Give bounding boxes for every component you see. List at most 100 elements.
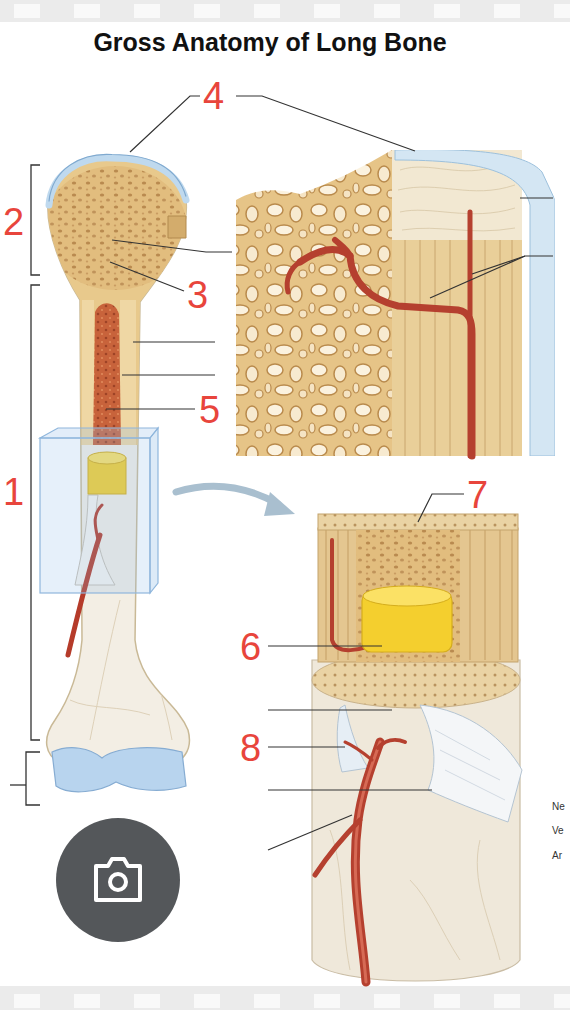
bone-segment-inset <box>345 742 372 760</box>
leader-line <box>122 374 215 375</box>
bone-segment-inset <box>445 770 505 800</box>
callout-number: 4 <box>203 77 224 115</box>
legend-fragment: Ne <box>552 802 565 812</box>
zoom-arrow <box>264 492 295 516</box>
spongy-bone-inset <box>236 150 555 456</box>
leader-line <box>418 494 464 522</box>
spongy-bone-inset <box>405 240 406 456</box>
callout-number: 2 <box>3 203 24 241</box>
spongy-bone-inset <box>236 150 396 456</box>
spongy-bone-inset <box>450 240 451 456</box>
leader-line <box>268 645 382 646</box>
leader-line <box>106 408 195 409</box>
cutaway-box <box>150 428 158 593</box>
bone-segment-inset <box>315 740 405 982</box>
leader-line <box>520 197 553 198</box>
long-bone <box>82 300 94 445</box>
leader-line <box>268 815 352 850</box>
long-bone <box>52 748 186 792</box>
leader-line <box>106 96 553 850</box>
spongy-bone-inset <box>392 150 522 456</box>
spongy-bone-inset <box>236 150 555 456</box>
bone-segment-inset <box>355 742 380 982</box>
spongy-bone-inset <box>350 256 472 456</box>
long-bone <box>49 154 186 201</box>
spongy-bone-inset <box>402 228 515 231</box>
callout-number: 3 <box>187 276 208 314</box>
background-band <box>0 0 570 22</box>
bone-segment-inset <box>500 530 501 660</box>
spongy-bone-inset <box>405 240 512 456</box>
spongy-bone-inset <box>512 240 513 456</box>
bone-segment-inset <box>318 528 518 662</box>
long-bone <box>93 303 121 445</box>
leader-line <box>472 256 525 274</box>
spongy-bone-inset <box>400 208 515 214</box>
long-bone <box>120 300 136 445</box>
cutaway-box <box>40 438 150 593</box>
legend-fragment: Ar <box>552 851 562 861</box>
leader-line <box>130 96 200 152</box>
callout-number: 7 <box>467 476 488 514</box>
long-bone <box>90 600 120 740</box>
lens-icon <box>56 818 180 942</box>
cutaway-box <box>40 428 158 655</box>
zoom-arrow <box>176 486 295 516</box>
callout-number: 1 <box>3 473 24 511</box>
bone-segment-inset <box>440 750 500 780</box>
bracket <box>31 165 40 275</box>
spongy-bone-inset <box>435 240 436 456</box>
spongy-bone-inset <box>300 249 350 262</box>
bracket <box>10 784 26 785</box>
bracket <box>31 285 40 740</box>
cutaway-box <box>40 428 158 438</box>
bone-segment-inset <box>355 742 380 982</box>
spongy-bone-inset <box>287 262 300 292</box>
spongy-bone-inset <box>398 165 515 231</box>
bone-segment-inset <box>378 740 405 748</box>
spongy-bone-inset <box>500 240 501 456</box>
spongy-bone-inset <box>420 240 421 456</box>
leader-line <box>268 746 345 747</box>
bone-segment-inset <box>477 840 500 960</box>
bone-segment-inset <box>435 730 490 760</box>
legend-fragment: Ve <box>552 826 564 836</box>
callout-number: 5 <box>199 391 220 429</box>
bone-segment-inset <box>312 514 522 982</box>
bone-segment-inset <box>337 705 368 772</box>
bone-segment-inset <box>326 530 327 660</box>
lens-icon <box>96 859 140 900</box>
bone-segment-inset <box>512 530 513 660</box>
long-bone <box>30 140 210 792</box>
bone-segment-inset <box>420 705 522 822</box>
long-bone <box>70 700 150 715</box>
leader-line <box>110 262 184 291</box>
zoom-arrow <box>176 486 278 504</box>
leader-line <box>268 789 432 790</box>
bone-segment-inset <box>470 530 471 660</box>
lens-icon <box>56 818 180 942</box>
bone-segment-inset <box>435 730 505 800</box>
spongy-bone-inset <box>287 212 472 456</box>
title: Gross Anatomy of Long Bone <box>40 30 500 55</box>
spongy-bone-inset <box>485 240 486 456</box>
bracket <box>26 752 40 805</box>
long-bone <box>43 166 187 290</box>
bone-segment-inset <box>485 530 486 660</box>
long-bone <box>30 140 210 740</box>
bone-segment-inset <box>348 530 349 660</box>
bone-segment-inset <box>363 586 451 606</box>
lens-icon <box>110 874 126 890</box>
background-band <box>0 986 570 1010</box>
callout-number: 6 <box>240 628 261 666</box>
leader-line <box>133 341 215 342</box>
leader-line <box>112 240 232 252</box>
leader-line <box>430 256 553 298</box>
spongy-bone-inset <box>468 212 473 456</box>
leader-line <box>268 709 392 710</box>
long-bone <box>168 216 186 238</box>
bone-segment-inset <box>410 880 460 960</box>
leader-line <box>236 96 415 151</box>
long-bone <box>140 620 172 740</box>
